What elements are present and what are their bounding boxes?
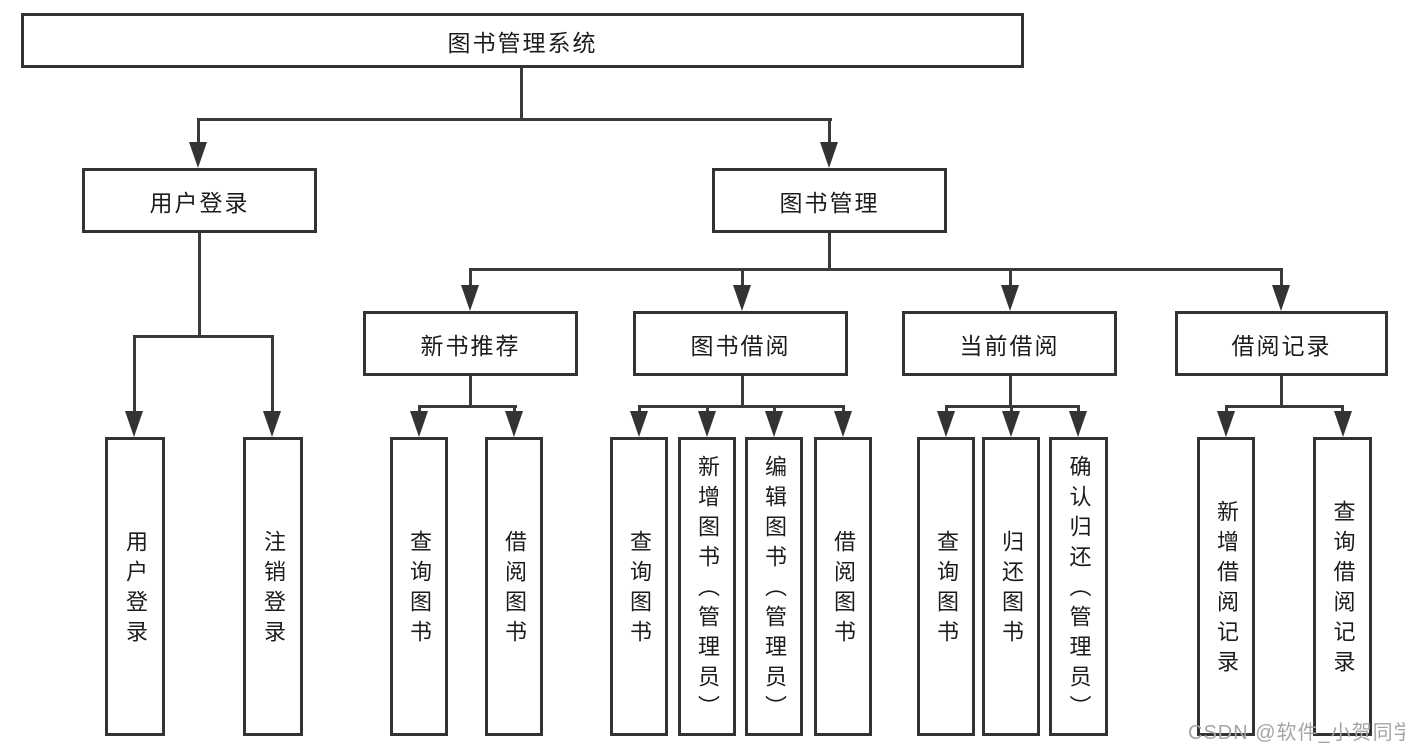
arrow-down-icon (733, 285, 751, 311)
node-logout: 注销登录 (243, 437, 303, 736)
node-current-borrowing: 当前借阅 (902, 311, 1117, 376)
connector-line (520, 68, 523, 120)
connector-line (469, 268, 1283, 271)
connector-line (638, 405, 641, 415)
connector-line (1225, 405, 1344, 408)
connector-line (271, 335, 274, 415)
node-return-books: 归还图书 (982, 437, 1040, 736)
arrow-down-icon (189, 142, 207, 168)
node-add-borrow-record: 新增借阅记录 (1197, 437, 1255, 736)
node-library-management-system: 图书管理系统 (21, 13, 1024, 68)
connector-line (1009, 376, 1012, 407)
arrow-down-icon (820, 142, 838, 168)
connector-line (1341, 405, 1344, 415)
connector-line (1225, 405, 1228, 415)
node-borrowing-records: 借阅记录 (1175, 311, 1388, 376)
connector-line (1280, 376, 1283, 407)
arrow-down-icon (834, 411, 852, 437)
connector-line (133, 335, 136, 415)
connector-line (418, 405, 421, 415)
node-add-books-admin: 新增图书（管理员） (678, 437, 736, 736)
node-query-borrow-record: 查询借阅记录 (1313, 437, 1372, 736)
connector-line (945, 405, 948, 415)
arrow-down-icon (1334, 411, 1352, 437)
connector-line (741, 376, 744, 407)
csdn-watermark: CSDN @软件_小贺同学 (1188, 722, 1405, 744)
node-borrow-books-recommend: 借阅图书 (485, 437, 543, 736)
connector-line (469, 376, 472, 407)
connector-line (469, 268, 472, 288)
arrow-down-icon (1002, 411, 1020, 437)
arrow-down-icon (505, 411, 523, 437)
arrow-down-icon (630, 411, 648, 437)
arrow-down-icon (765, 411, 783, 437)
node-query-books-current: 查询图书 (917, 437, 975, 736)
arrow-down-icon (461, 285, 479, 311)
node-query-books-recommend: 查询图书 (390, 437, 448, 736)
connector-line (842, 405, 845, 415)
node-query-books-borrowing: 查询图书 (610, 437, 668, 736)
node-edit-books-admin: 编辑图书（管理员） (745, 437, 803, 736)
node-user-login: 用户登录 (105, 437, 165, 736)
node-borrow-books: 借阅图书 (814, 437, 872, 736)
arrow-down-icon (937, 411, 955, 437)
node-new-book-recommend: 新书推荐 (363, 311, 578, 376)
connector-line (1077, 405, 1080, 415)
arrow-down-icon (1001, 285, 1019, 311)
connector-line (638, 405, 845, 408)
node-book-borrowing: 图书借阅 (633, 311, 848, 376)
node-confirm-return-admin: 确认归还（管理员） (1049, 437, 1108, 736)
arrow-down-icon (1272, 285, 1290, 311)
arrow-down-icon (410, 411, 428, 437)
connector-line (773, 405, 776, 415)
connector-line (1010, 405, 1013, 415)
connector-line (513, 405, 516, 415)
connector-line (197, 118, 200, 146)
arrow-down-icon (125, 411, 143, 437)
connector-line (706, 405, 709, 415)
connector-line (418, 405, 517, 408)
node-user-login-group: 用户登录 (82, 168, 317, 233)
connector-line (741, 268, 744, 288)
connector-line (133, 335, 274, 338)
arrow-down-icon (698, 411, 716, 437)
connector-line (197, 118, 832, 121)
node-book-management: 图书管理 (712, 168, 947, 233)
arrow-down-icon (263, 411, 281, 437)
connector-line (828, 118, 831, 146)
connector-line (1009, 268, 1012, 288)
arrow-down-icon (1217, 411, 1235, 437)
connector-line (828, 233, 831, 270)
connector-line (1280, 268, 1283, 288)
connector-line (198, 233, 201, 338)
arrow-down-icon (1069, 411, 1087, 437)
